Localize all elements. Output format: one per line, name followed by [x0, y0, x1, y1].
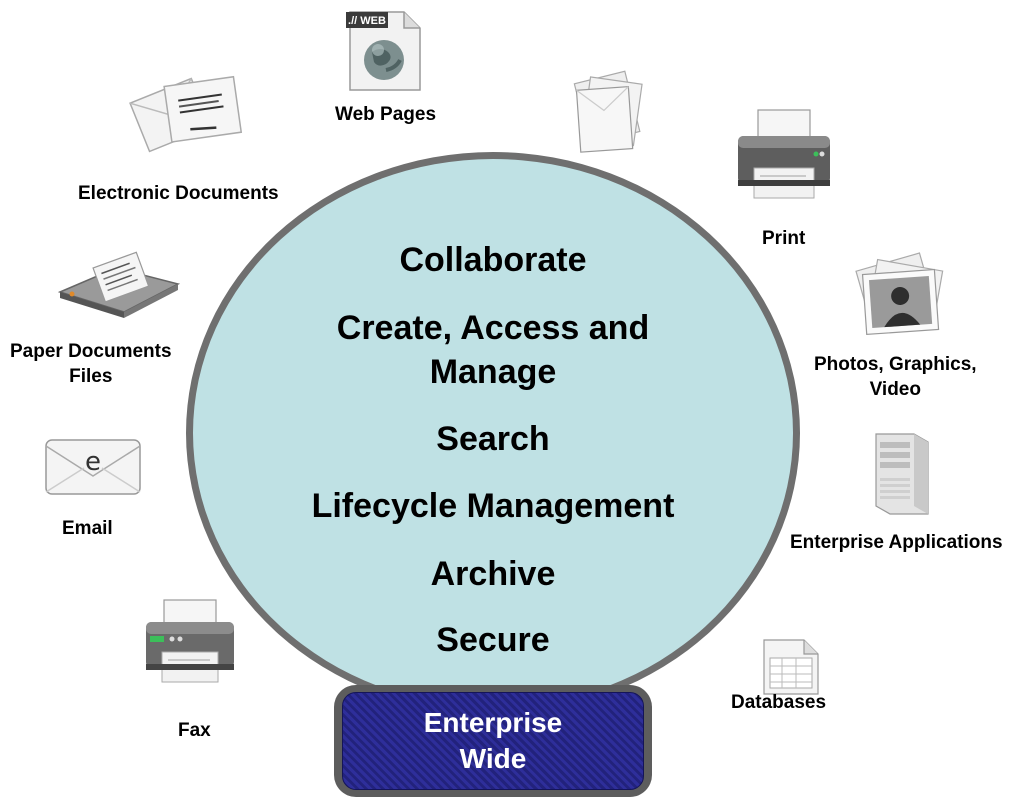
- email-envelope-icon: e: [44, 438, 144, 498]
- center-item-secure: Secure: [436, 621, 550, 659]
- database-icon: [760, 636, 822, 698]
- print-label: Print: [762, 228, 806, 249]
- fax-label: Fax: [178, 720, 211, 741]
- photos-icon: [850, 248, 952, 340]
- enterprise-wide-label: Enterprise Wide: [342, 705, 644, 777]
- electronic-documents-label: Electronic Documents: [78, 183, 279, 204]
- paper-documents-label: Paper Documents Files: [10, 339, 172, 389]
- scanner-icon: [54, 242, 184, 318]
- server-icon: [870, 430, 932, 516]
- center-item-archive: Archive: [430, 555, 556, 593]
- center-item-create: Create, Access and: [336, 309, 650, 347]
- databases-label: Databases: [731, 692, 827, 713]
- printer-icon: [734, 108, 834, 200]
- photos-line-1: Photos, Graphics,: [814, 354, 977, 375]
- center-item-collaborate: Collaborate: [399, 241, 587, 279]
- badge-line-1: Enterprise: [423, 707, 563, 738]
- paper-documents-line-2: Files: [69, 366, 113, 387]
- paper-stack-icon: [562, 66, 658, 156]
- paper-documents-line-1: Paper Documents: [10, 341, 172, 362]
- web-page-icon: .// WEB: [346, 10, 424, 92]
- email-glyph: e: [85, 447, 101, 477]
- electronic-documents-icon: [128, 72, 250, 156]
- web-pages-label: Web Pages: [335, 104, 437, 125]
- photos-label: Photos, Graphics, Video: [814, 352, 977, 402]
- photos-line-2: Video: [869, 379, 921, 400]
- center-circle: [186, 152, 800, 714]
- fax-machine-icon: [142, 598, 238, 684]
- enterprise-applications-label: Enterprise Applications: [790, 532, 1003, 553]
- center-item-lifecycle: Lifecycle Management: [311, 487, 675, 525]
- web-tag-text: .// WEB: [348, 15, 386, 27]
- center-item-search: Search: [436, 420, 550, 458]
- center-item-manage: Manage: [429, 353, 557, 391]
- enterprise-wide-badge-fill: [342, 692, 644, 790]
- badge-line-2: Wide: [459, 743, 527, 774]
- email-label: Email: [62, 518, 113, 539]
